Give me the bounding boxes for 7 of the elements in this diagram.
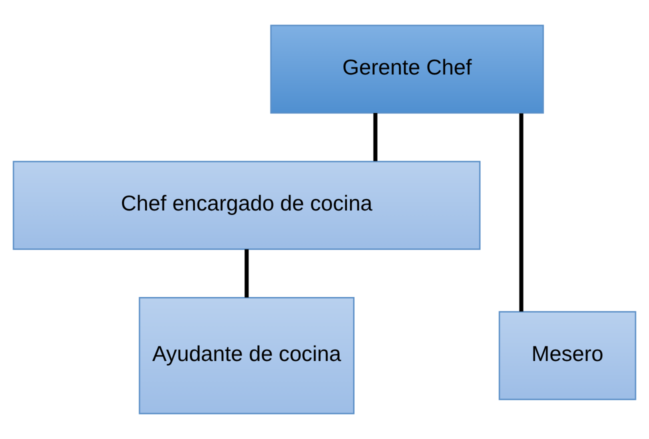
connector xyxy=(244,249,249,298)
node-box: Gerente Chef xyxy=(270,24,544,114)
node-box: Mesero xyxy=(498,311,636,400)
node-box: Chef encargado de cocina xyxy=(12,160,481,250)
node-box: Ayudante de cocina xyxy=(138,297,354,414)
connector xyxy=(519,113,524,312)
connector xyxy=(373,113,378,162)
